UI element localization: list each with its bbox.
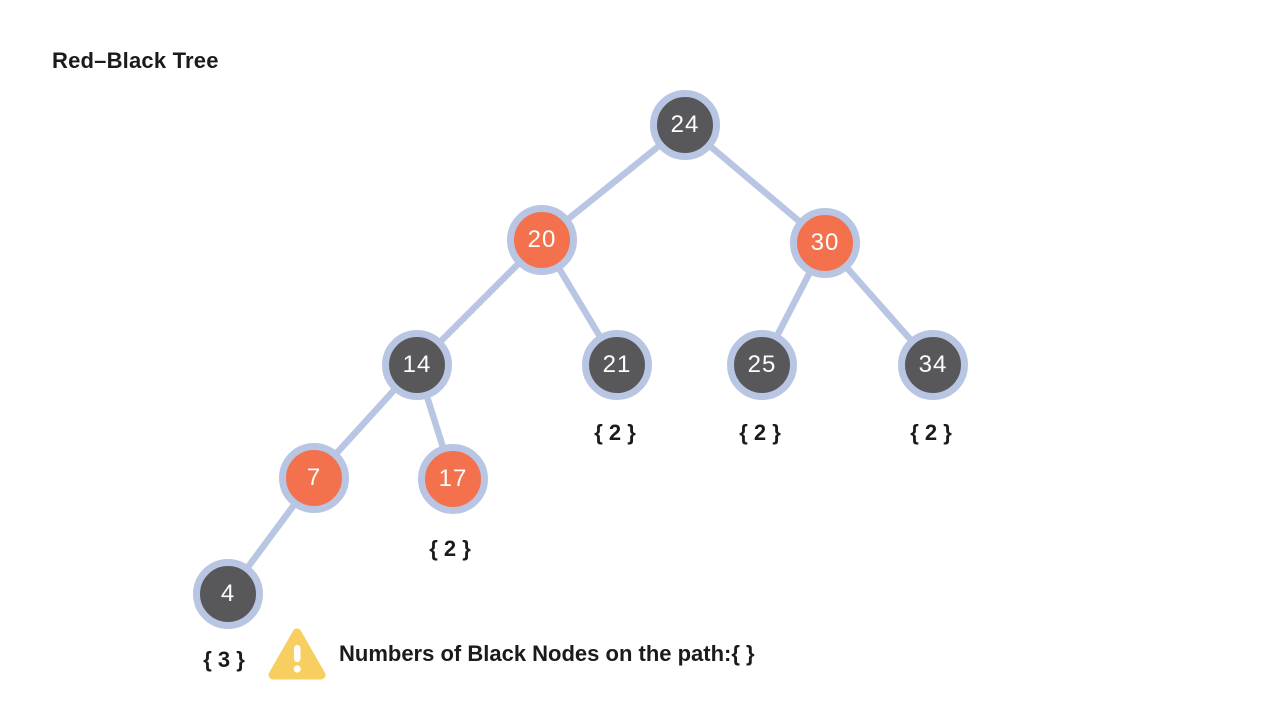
path-count-label: { 2 }	[594, 420, 636, 445]
tree-node-20: 20	[507, 205, 577, 275]
path-count-label: { 2 }	[429, 536, 471, 561]
footer-note: Numbers of Black Nodes on the path:{ }	[268, 626, 755, 682]
tree-node-7: 7	[279, 443, 349, 513]
tree-node-17: 17	[418, 444, 488, 514]
page-title: Red–Black Tree	[52, 48, 219, 73]
tree-node-4: 4	[193, 559, 263, 629]
tree-node-24: 24	[650, 90, 720, 160]
tree-node-21: 21	[582, 330, 652, 400]
footer-text: Numbers of Black Nodes on the path:{ }	[339, 641, 755, 666]
path-count-label: { 3 }	[203, 647, 245, 672]
path-count-label: { 2 }	[910, 420, 952, 445]
path-count-label: { 2 }	[739, 420, 781, 445]
tree-node-30: 30	[790, 208, 860, 278]
tree-node-14: 14	[382, 330, 452, 400]
tree-node-34: 34	[898, 330, 968, 400]
tree-node-25: 25	[727, 330, 797, 400]
warning-triangle-icon	[268, 628, 326, 680]
